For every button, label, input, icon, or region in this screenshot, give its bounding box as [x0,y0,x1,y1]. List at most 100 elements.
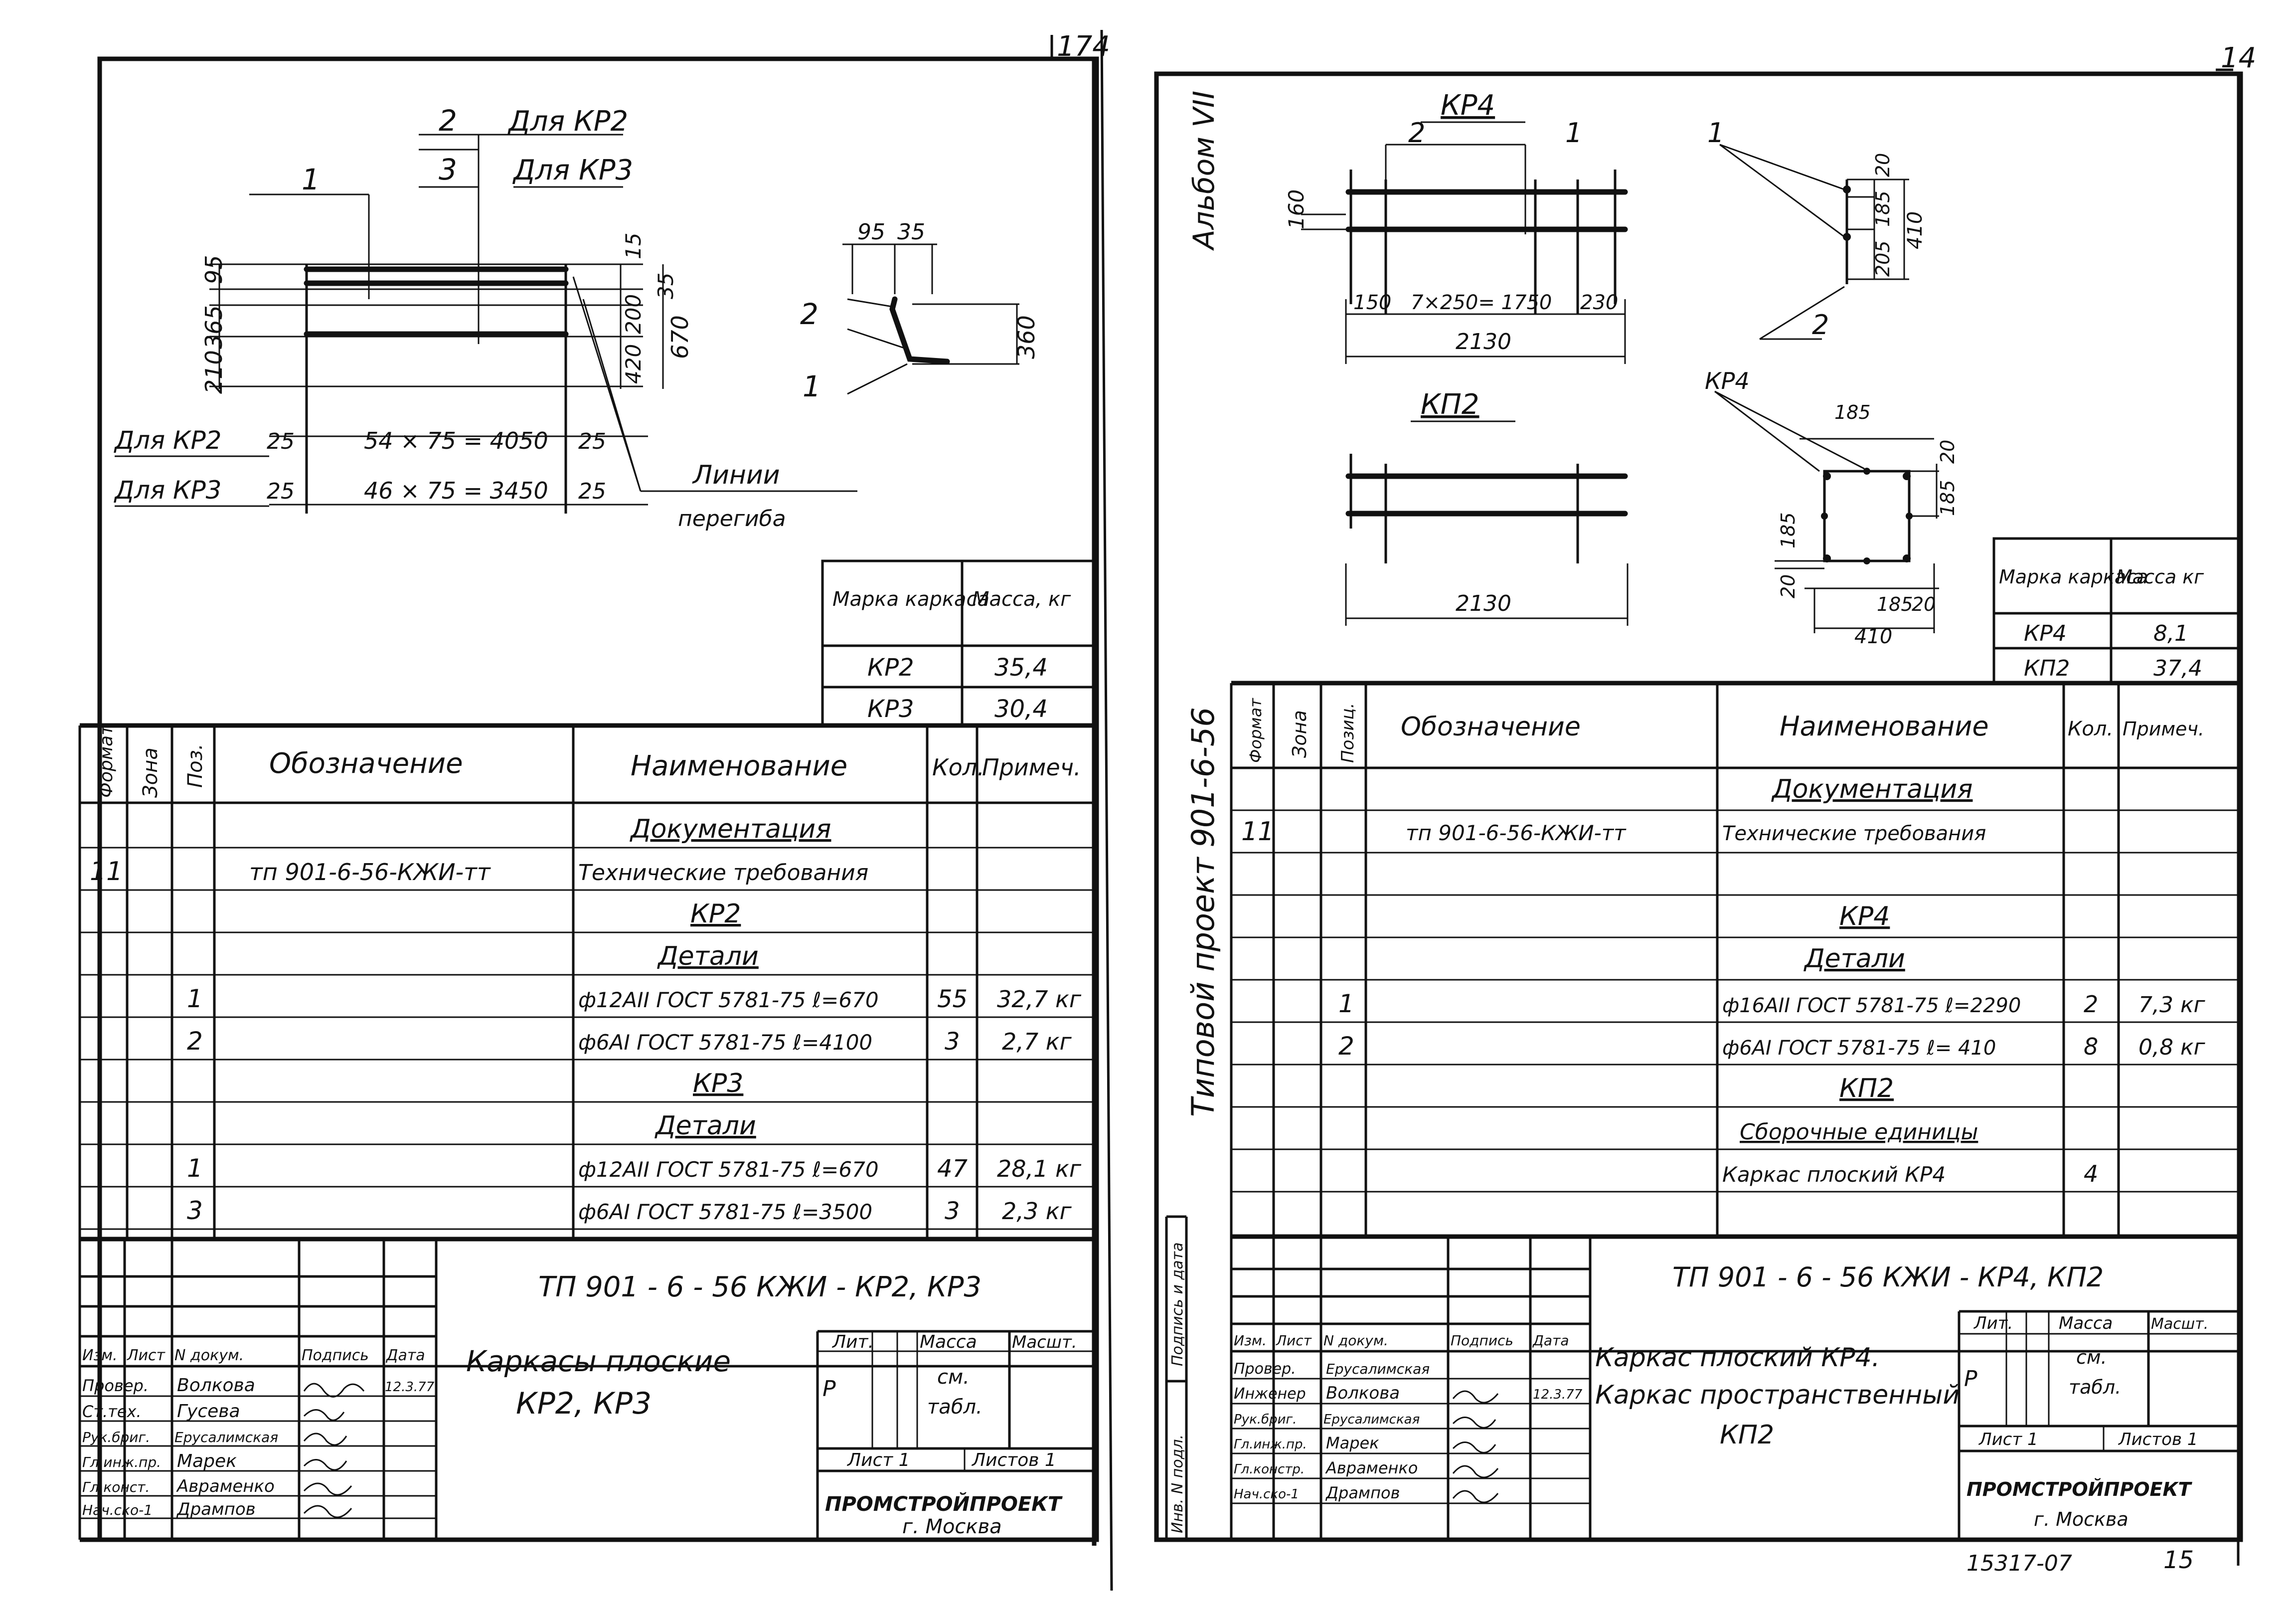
label-for-kr2: Для КР2 [114,426,221,455]
doc-code: ТП 901 - 6 - 56 КЖИ - КР2, КР3 [538,1271,982,1303]
r-signatures [1452,1390,1499,1503]
r-spec-r6-note: 7,3 кг [2138,992,2206,1018]
right-title-block: ТП 901 - 6 - 56 КЖИ - КР4, КП2 Изм. Лист… [1231,1237,2238,1576]
r-spec-r10-qty: 4 [2084,1160,2098,1187]
section-pos1: 1 [1707,117,1724,149]
doc-title-2: КР2, КР3 [516,1386,652,1421]
r-sheet-number: Лист 1 [1978,1430,2038,1449]
dim-25-a: 25 [267,429,295,454]
spec-r2-name: Технические требования [578,860,868,886]
doc-title-1: Каркасы плоские [466,1344,731,1378]
r-mass-head-mark: Марка каркаса [1999,566,2148,588]
spec-r9-name: ф12АII ГОСТ 5781-75 ℓ=670 [578,1157,879,1182]
spec-kr2: КР2 [690,899,741,929]
col-pos: Поз. [184,743,207,788]
spec-r2-format: 11 [90,857,123,887]
lit-value: Р [822,1376,836,1402]
r-mass-value-1: см. [2076,1346,2107,1368]
kp-dim-20-r: 20 [1937,440,1959,464]
kp2-drawing: КП2 2130 [1345,388,1629,626]
label-pos2: 2 [439,104,457,138]
r-spec-r7-note: 0,8 кг [2138,1035,2206,1060]
name-2: Гусева [177,1401,240,1422]
sec-dim-205: 205 [1872,240,1894,277]
col-zone: Зона [139,747,162,798]
kp-dim-185-l: 185 [1777,512,1799,548]
kp-dim-185-r: 185 [1937,480,1959,516]
r-mass-head-mass: Масса кг [2116,566,2204,588]
r-role-1: Провер. [1234,1360,1296,1378]
r-spec-r7-qty: 8 [2084,1033,2098,1060]
section-pos2: 2 [1812,309,1829,341]
r-doc-code: ТП 901 - 6 - 56 КЖИ - КР4, КП2 [1672,1261,2104,1293]
dim-160: 160 [1284,189,1309,229]
h-mass: Масса [920,1332,977,1352]
r-doc-title-2: Каркас пространственный [1595,1380,1960,1410]
h-sign: Подпись [302,1347,369,1364]
col-format: Формат [96,724,117,798]
dim-25-b: 25 [578,429,606,454]
spec-r9-pos: 1 [187,1154,203,1183]
name-3: Ерусалимская [174,1429,278,1445]
kp-kr4: КР4 [1705,367,1750,394]
left-sheet: 174 2 Для КР2 3 Для КР3 1 95 365 [78,29,1113,1591]
r-spec-r6-qty: 2 [2084,991,2098,1018]
spec-r5-qty: 55 [937,985,968,1013]
left-spec-table: Формат Зона Поз. Обозначение Наименовани… [78,723,1097,1540]
label-pos3: 3 [439,153,457,186]
right-sheet: 14 Альбом VII Типовой проект 901-6-56 По… [1154,42,2256,1576]
dim-15: 15 [621,233,646,259]
kr2-kr3-drawing: 2 Для КР2 3 Для КР3 1 95 365 210 15 35 2… [114,104,1040,532]
col-designation: Обозначение [269,747,463,780]
dim-25-c: 25 [267,479,295,504]
r-approval-date: 12.3.77 [1533,1387,1583,1402]
r-mass-kr4-value: 8,1 [2153,621,2188,646]
h-lit: Лит. [831,1332,874,1352]
spec-docs: Документация [630,814,831,844]
r-spec-r2-format: 11 [1241,817,1274,847]
h-scale: Масшт. [1012,1332,1077,1352]
r-sheets-total: Листов 1 [2118,1430,2198,1449]
name-5: Авраменко [176,1476,275,1496]
spec-r10-pos: 3 [187,1196,203,1225]
spec-r5-note: 32,7 кг [997,986,1082,1013]
kp-dim-185-top: 185 [1834,401,1871,423]
dim-95-v: 95 [200,255,227,284]
role-1: Провер. [82,1376,149,1395]
h-list: Лист [127,1347,166,1364]
role-6: Нач.ско-1 [82,1502,153,1518]
r-h-lit: Лит. [1973,1313,2013,1333]
r-doc-title-1: Каркас плоский КР4. [1595,1343,1880,1373]
dim-670: 670 [666,315,693,359]
kr4-drawing: КР4 2 1 160 150 7×250= 1750 230 2130 [1284,89,1628,364]
dim-365: 365 [200,305,227,349]
role-2: Ст.тех. [82,1402,142,1421]
spec-r5-pos: 1 [187,984,203,1013]
kr4-title: КР4 [1441,89,1495,122]
signatures [303,1383,365,1518]
label-for-kr3: Для КР3 [114,476,221,505]
kp2-dim-2130: 2130 [1456,591,1511,616]
kp2-title: КП2 [1421,388,1479,421]
spec-kr2-details: Детали [657,941,759,971]
r-spec-r6-name: ф16АII ГОСТ 5781-75 ℓ=2290 [1722,994,2021,1017]
sheet-number: Лист 1 [846,1450,910,1470]
r-name-2: Волкова [1326,1383,1400,1403]
spec-kr3: КР3 [693,1069,743,1098]
r-mass-kr4-mark: КР4 [2024,621,2067,646]
r-h-date: Дата [1532,1332,1569,1349]
page-footer-number: 15 [2163,1546,2194,1574]
kp2-section: КР4 185 20 185 185 20 185 20 410 [1705,367,1959,648]
r-doc-title-3: КП2 [1720,1420,1774,1450]
kr4-section: 1 2 20 185 205 410 [1707,117,1927,341]
dim-200: 200 [621,294,646,334]
r-h-ndoc: N докум. [1323,1332,1388,1349]
dim-210: 210 [200,350,227,394]
bend-lines-1: Линии [692,460,780,490]
album-label: Альбом VII [1187,91,1221,251]
col-qty: Кол. [932,754,984,781]
r-h-list: Лист [1276,1332,1312,1349]
kp-dim-410: 410 [1854,625,1892,648]
r-spec-r7-pos: 2 [1338,1032,1354,1061]
r-col-zone: Зона [1289,710,1311,758]
